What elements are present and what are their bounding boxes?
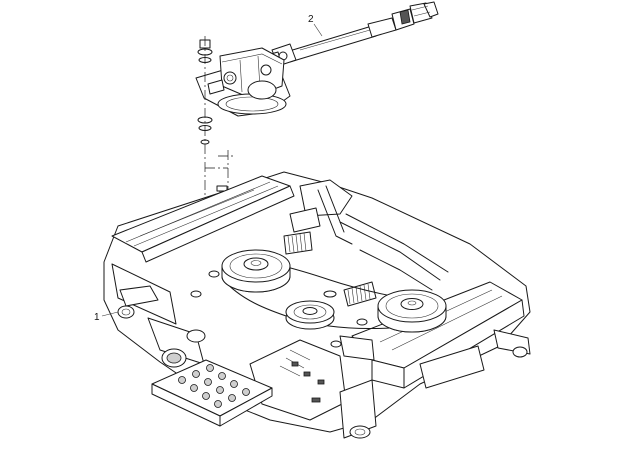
callout-2: 2 (308, 14, 323, 37)
idler-pulley (285, 300, 335, 330)
drive-shaft (263, 1, 439, 71)
callout-1-label: 1 (94, 312, 100, 323)
callout-1: 1 (94, 311, 119, 323)
callout-2-label: 2 (308, 14, 314, 25)
foot-plate (151, 359, 273, 427)
gearbox (195, 47, 291, 117)
right-spindle-pulley (377, 289, 447, 333)
left-spindle-pulley (221, 249, 291, 293)
